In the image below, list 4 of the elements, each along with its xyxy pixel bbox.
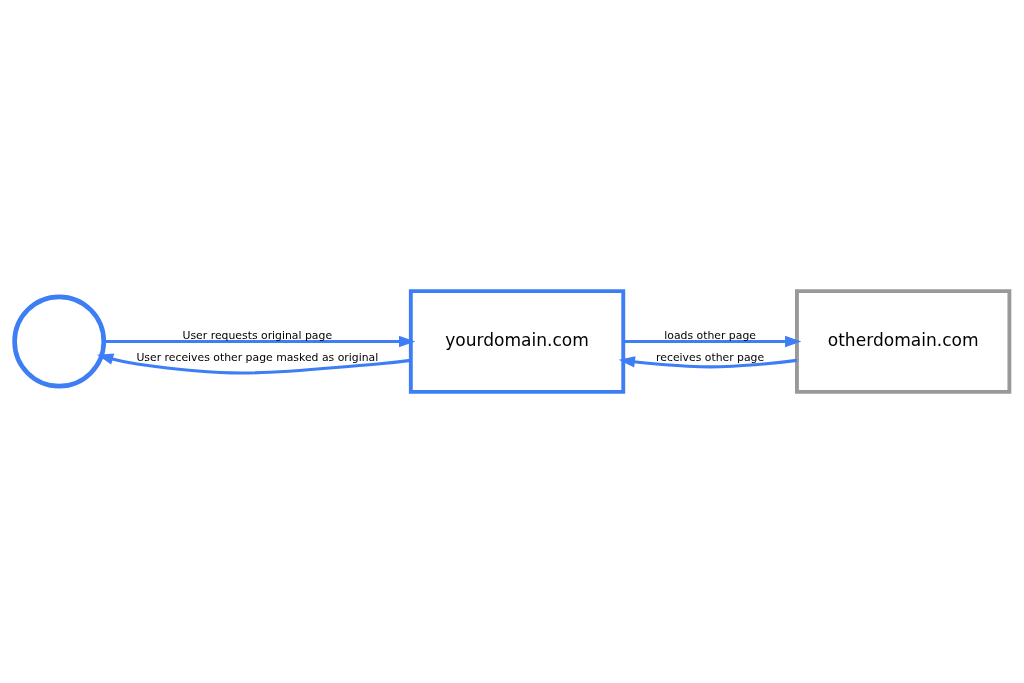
edge-label: receives other page: [656, 351, 765, 365]
edge-label: User requests original page: [182, 328, 333, 342]
edge-label: User receives other page masked as original: [136, 351, 379, 365]
edge-label: loads other page: [664, 328, 756, 342]
